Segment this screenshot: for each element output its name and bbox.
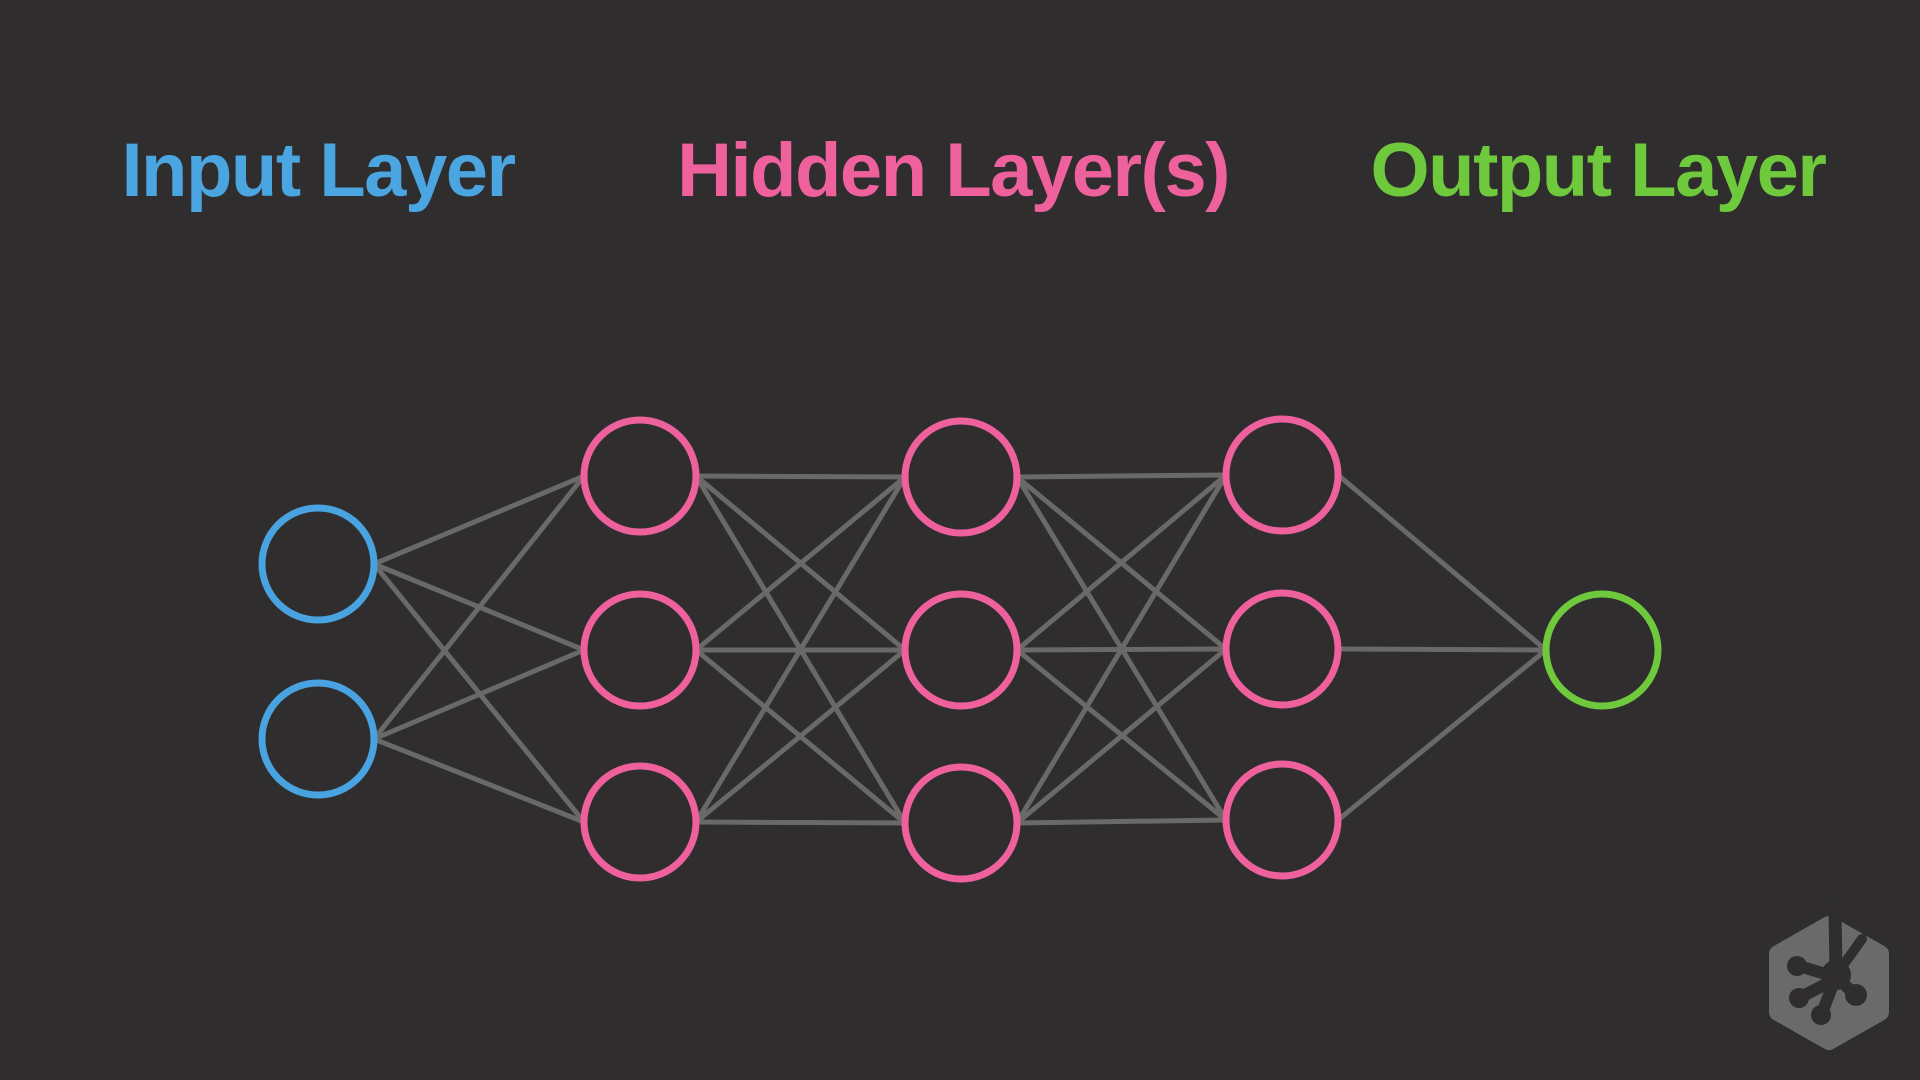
frog-foot-icon	[1787, 901, 1867, 1025]
output-layer-label: Output Layer	[1370, 128, 1827, 213]
edge-hidden-layer-1-3-to-hidden-layer-2-2	[694, 648, 907, 824]
edge-hidden-layer-1-3-to-hidden-layer-2-1	[693, 475, 908, 824]
frog-foot-toe-2	[1834, 934, 1867, 976]
edge-hidden-layer-2-3-to-hidden-layer-3-3	[1016, 817, 1227, 826]
hidden-layer-3-node-2	[1222, 589, 1342, 709]
edge-hidden-layer-2-3-to-hidden-layer-3-2	[1015, 647, 1228, 825]
edge-hidden-layer-2-2-to-hidden-layer-3-1	[1015, 473, 1228, 652]
hidden-layer-1-node-2	[580, 590, 700, 710]
hidden-layer-1-node-1	[580, 416, 700, 536]
frog-foot-toe-tip-1	[1826, 901, 1844, 919]
frog-foot-toe-tip-4	[1789, 988, 1809, 1008]
edge-hidden-layer-3-3-to-output-layer-1	[1336, 648, 1548, 822]
nodes-group	[258, 415, 1662, 883]
edge-hidden-layer-2-3-to-hidden-layer-3-1	[1014, 473, 1229, 825]
watermark-logo	[1769, 901, 1889, 1050]
edge-input-layer-1-to-hidden-layer-1-1	[373, 473, 585, 567]
frog-foot-toe-tip-6	[1845, 984, 1867, 1006]
hidden-layer-2-node-1	[901, 417, 1021, 537]
edge-hidden-layer-3-1-to-output-layer-1	[1336, 473, 1548, 652]
input-layer-node-1	[258, 504, 378, 624]
edge-hidden-layer-1-3-to-hidden-layer-2-3	[695, 819, 906, 826]
hidden-layer-3-node-3	[1222, 760, 1342, 880]
edge-input-layer-2-to-hidden-layer-1-2	[373, 647, 585, 742]
output-layer-node-1	[1542, 590, 1662, 710]
edges-group	[372, 472, 1548, 826]
hidden-layer-2-node-3	[901, 763, 1021, 883]
frog-foot-toe-tip-5	[1811, 1005, 1831, 1025]
input-layer-node-2	[258, 679, 378, 799]
edge-input-layer-2-to-hidden-layer-1-1	[372, 474, 586, 741]
frog-foot-toe-1	[1828, 904, 1843, 978]
edge-hidden-layer-3-2-to-output-layer-1	[1337, 646, 1547, 653]
hidden-layer-3-node-1	[1222, 415, 1342, 535]
frog-foot-toe-tip-3	[1787, 956, 1807, 976]
hidden-layer-label: Hidden Layer(s)	[677, 128, 1230, 213]
hidden-layer-2-node-2	[901, 590, 1021, 710]
input-layer-label: Input Layer	[121, 128, 516, 213]
edge-hidden-layer-1-1-to-hidden-layer-2-1	[695, 473, 906, 480]
edge-input-layer-2-to-hidden-layer-1-3	[373, 736, 585, 825]
edge-hidden-layer-2-1-to-hidden-layer-3-1	[1016, 472, 1227, 480]
edge-hidden-layer-1-2-to-hidden-layer-2-1	[694, 475, 907, 652]
hidden-layer-1-node-3	[580, 762, 700, 882]
